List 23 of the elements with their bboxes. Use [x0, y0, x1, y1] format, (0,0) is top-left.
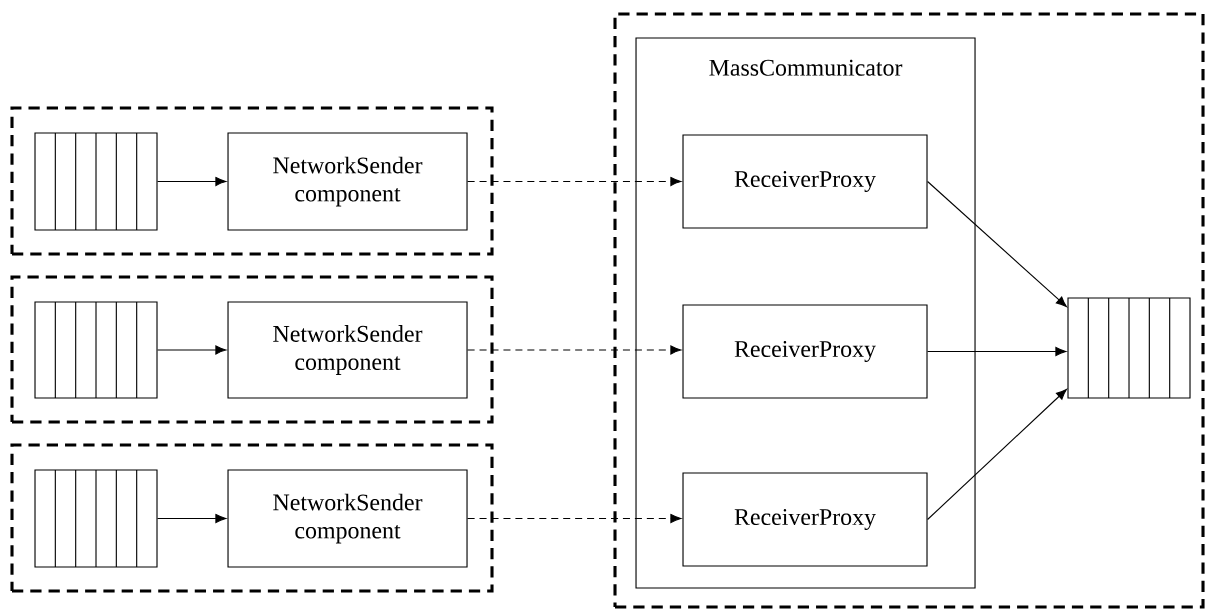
- queue: [34, 469, 158, 568]
- arrow: [157, 514, 227, 523]
- arrow: [157, 177, 227, 186]
- arrow: [467, 514, 682, 523]
- component-box: NetworkSender component: [227, 469, 468, 568]
- component-box: NetworkSender component: [227, 301, 468, 399]
- dashed-group-box: [10, 275, 494, 424]
- arrow: [157, 345, 227, 355]
- arrow: [927, 347, 1067, 356]
- dashed-group-box: [613, 12, 1205, 609]
- arrow: [467, 177, 682, 186]
- arrow: [927, 180, 1067, 308]
- dashed-group-box: [10, 106, 494, 256]
- queue: [34, 301, 158, 399]
- component-box: ReceiverProxy: [682, 304, 928, 399]
- component-box: ReceiverProxy: [682, 134, 928, 229]
- component-box: ReceiverProxy: [682, 472, 928, 567]
- arrow: [467, 345, 682, 355]
- component-box: NetworkSender component: [227, 132, 468, 231]
- queue: [34, 132, 158, 231]
- arrow: [927, 389, 1067, 521]
- queue: [1067, 297, 1191, 399]
- dashed-group-box: [10, 443, 494, 593]
